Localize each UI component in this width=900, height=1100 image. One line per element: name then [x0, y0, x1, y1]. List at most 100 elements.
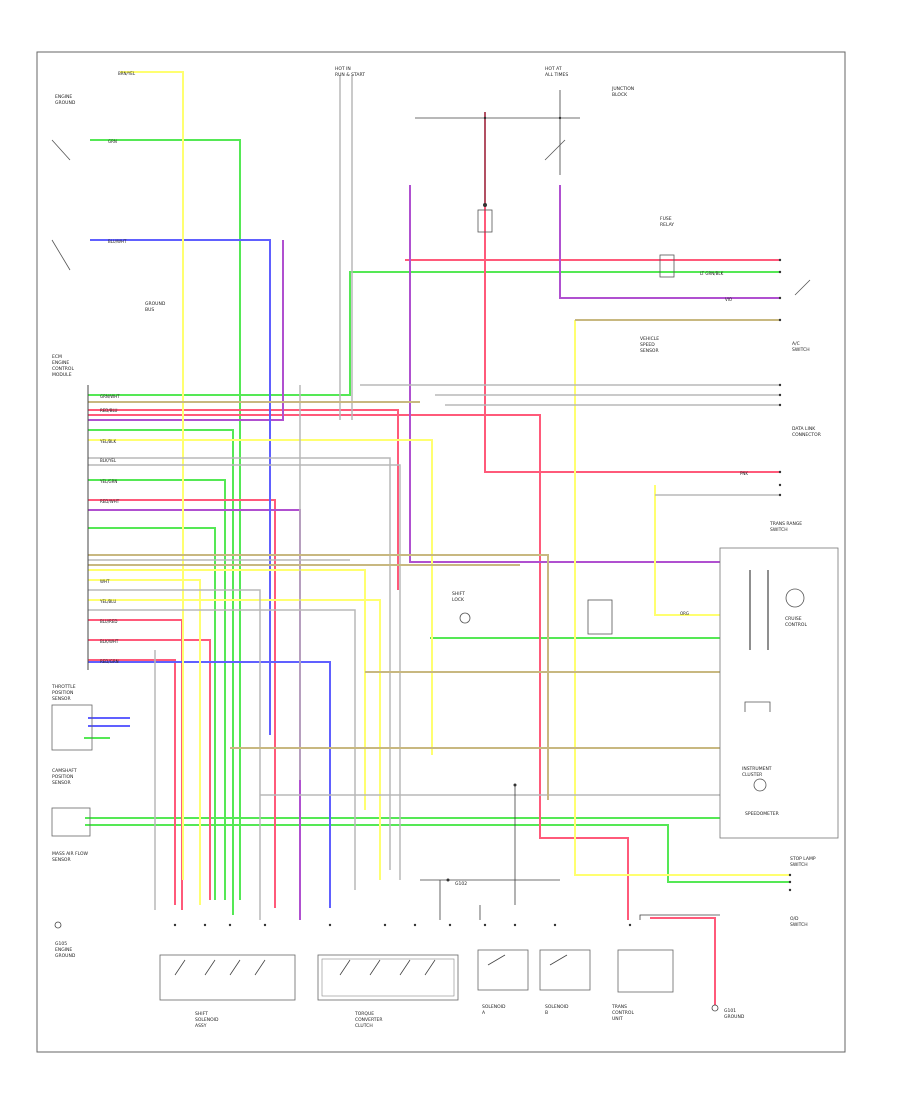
trans-control-unit-box	[617, 949, 674, 993]
wire-label-blu-wht: BLU/WHT	[108, 239, 127, 244]
right-solenoid-pack	[317, 954, 459, 1001]
ac-switch-line1: A/C	[792, 341, 800, 347]
ground-bottom-left-line3: GROUND	[55, 953, 76, 959]
left-solenoid-pack-line2: SOLENOID	[195, 1017, 219, 1023]
diagnostic-connector-line2: CONNECTOR	[792, 432, 821, 438]
wire-label-blu-red: BLU/RED	[100, 619, 117, 624]
wire-label-red-wht: RED/WHT	[100, 499, 120, 504]
cruise-control-line2: CONTROL	[785, 622, 807, 628]
throttle-sensor-box	[51, 704, 93, 751]
left-solenoid-pack-line3: ASSY	[195, 1023, 207, 1029]
wire-label-yel-blu: YEL/BLU	[99, 599, 116, 604]
engine-ground-left-line2: GROUND	[55, 100, 76, 106]
instrument-cluster-line1: INSTRUMENT	[742, 766, 772, 772]
solenoid-b-line2: B	[545, 1010, 548, 1016]
instrument-cluster-line2: CLUSTER	[742, 772, 762, 778]
wire-label-ltgrn-blk: LT GRN/BLK	[700, 271, 724, 276]
ecm-line1: ECM	[52, 354, 62, 360]
ecm-line2: ENGINE	[52, 360, 69, 366]
ground-bottom-left-line1: G105	[55, 941, 67, 947]
solenoid-a-box	[477, 949, 529, 991]
transmission-range-line1: TRANS RANGE	[769, 521, 802, 527]
speed-sensor-line2: SPEED	[640, 342, 655, 348]
wire-labels: BRN/YEL GRN BLU/WHT GRN/WHT RED/BLU YEL/…	[99, 71, 748, 664]
throttle-sensor-line2: POSITION	[52, 690, 73, 696]
camshaft-sensor-line2: POSITION	[52, 774, 73, 780]
camshaft-sensor-line1: CAMSHAFT	[52, 768, 77, 774]
camshaft-sensor-line3: SENSOR	[52, 780, 71, 786]
diagram-border	[36, 51, 846, 1053]
ground-mid-line2: BUS	[145, 307, 154, 313]
wire-label-red-grn: RED/GRN	[100, 659, 119, 664]
wire-label-blk-wht: BLK/WHT	[100, 639, 119, 644]
ground-icon-left	[54, 921, 62, 929]
junction-block-line2: BLOCK	[612, 92, 628, 98]
overdrive-switch-line2: SWITCH	[790, 922, 808, 928]
ac-switch-line2: SWITCH	[792, 347, 810, 353]
switch-symbols	[51, 139, 811, 296]
wire-label-blk-yel: BLK/YEL	[100, 458, 117, 463]
speed-sensor-line3: SENSOR	[640, 348, 659, 354]
shift-lock-line1: SHIFT	[452, 591, 465, 597]
hot-at-all-times-line1: HOT AT	[545, 66, 562, 72]
wire-label-yel-grn: YEL/GRN	[99, 479, 117, 484]
solenoid-b-box	[539, 949, 591, 991]
speedometer-label: SPEEDOMETER	[745, 811, 779, 817]
pin-dots	[173, 116, 792, 927]
brown-wires	[88, 319, 780, 800]
speed-sensor-line1: VEHICLE	[640, 336, 659, 342]
speedometer-icon	[753, 778, 767, 792]
wire-label-grn: GRN	[108, 139, 117, 144]
mass-air-flow-line1: MASS AIR FLOW	[52, 851, 89, 857]
red-wires	[88, 112, 780, 1005]
ground-bottom-right-line1: G101	[724, 1008, 736, 1014]
ecm-line3: CONTROL	[52, 366, 74, 372]
throttle-sensor-line1: THROTTLE	[51, 684, 76, 690]
wire-label-grn-wht: GRN/WHT	[100, 394, 120, 399]
instrument-cluster-box	[719, 547, 839, 839]
wire-label-red-blu: RED/BLU	[100, 408, 118, 413]
gray-wires	[88, 75, 780, 920]
left-solenoid-pack	[159, 954, 296, 1001]
right-solenoid-pack-line2: CONVERTER	[355, 1017, 383, 1023]
dark-wires	[415, 90, 720, 920]
wire-label-wht: WHT	[100, 579, 110, 584]
solenoid-a-line2: A	[482, 1010, 486, 1016]
engine-ground-left-line1: ENGINE	[55, 94, 72, 100]
left-solenoid-pack-line1: SHIFT	[195, 1011, 208, 1017]
ecm-line4: MODULE	[52, 372, 72, 378]
camshaft-sensor-box	[51, 807, 91, 837]
diagnostic-connector-line1: DATA LINK	[792, 426, 816, 432]
hot-run-start-line2: RUN & START	[335, 72, 365, 78]
trans-control-unit-line1: TRANS	[611, 1004, 627, 1010]
stop-lamp-switch-line2: SWITCH	[790, 862, 808, 868]
shift-lock-line2: LOCK	[452, 597, 465, 603]
hot-at-all-times-line2: ALL TIMES	[545, 72, 568, 78]
solenoid-a-line1: SOLENOID	[482, 1004, 506, 1010]
yellow-wires	[88, 71, 790, 905]
wire-label-yel-blk: YEL/BLK	[99, 439, 117, 444]
solenoid-b-line1: SOLENOID	[545, 1004, 569, 1010]
